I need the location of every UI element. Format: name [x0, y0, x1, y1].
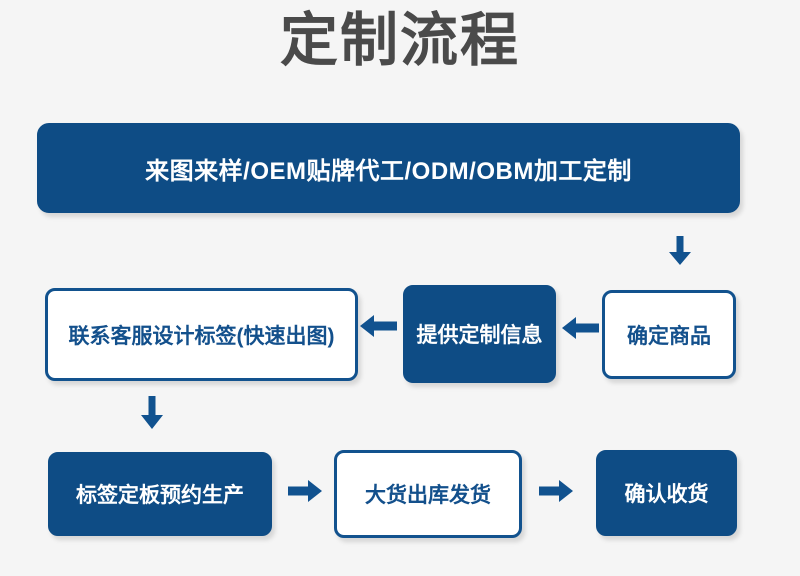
- flow-step-ship-out: 大货出库发货: [334, 450, 522, 538]
- flow-step-confirm-goods: 确定商品: [602, 290, 736, 379]
- arrow-left-icon: [360, 313, 398, 339]
- page-title: 定制流程: [279, 8, 520, 73]
- flow-step-receive: 确认收货: [596, 450, 737, 536]
- flow-banner: 来图来样/OEM贴牌代工/ODM/OBM加工定制: [37, 123, 740, 213]
- flow-step-label-production: 标签定板预约生产: [48, 452, 272, 536]
- flow-step-contact-design: 联系客服设计标签(快速出图): [45, 288, 358, 381]
- arrow-left-icon: [562, 315, 600, 341]
- arrow-right-icon: [288, 479, 322, 503]
- arrow-down-icon: [140, 396, 164, 430]
- arrow-down-icon: [668, 236, 692, 266]
- flow-step-provide-info: 提供定制信息: [403, 285, 556, 383]
- arrow-right-icon: [539, 479, 573, 503]
